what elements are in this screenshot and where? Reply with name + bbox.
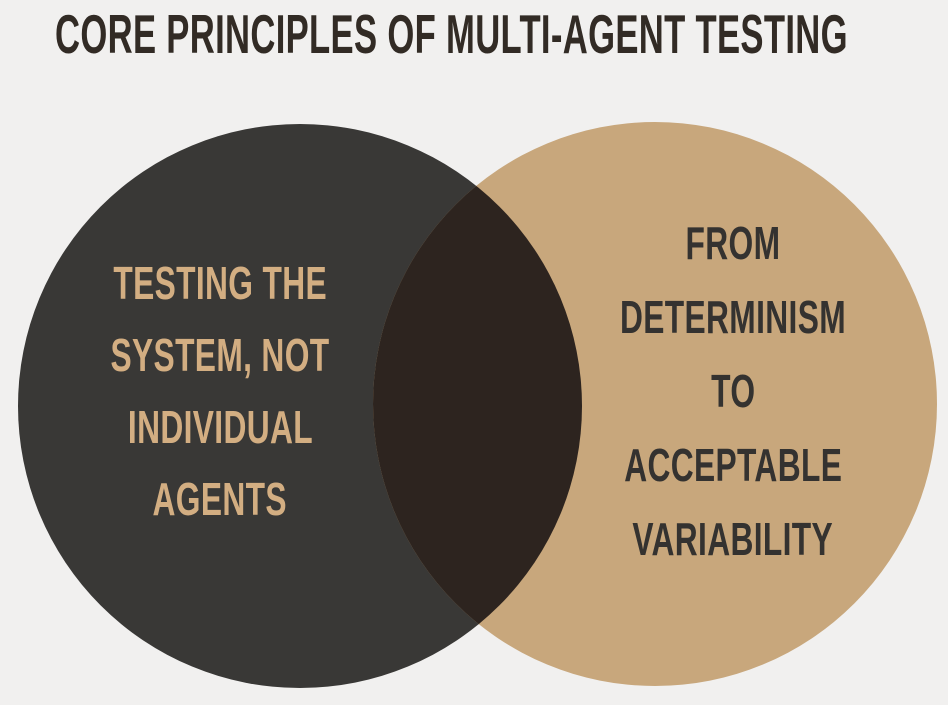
diagram-title: CORE PRINCIPLES OF MULTI-AGENT TESTING	[55, 3, 848, 65]
left-circle-label: TESTING THE SYSTEM, NOT INDIVIDUAL AGENT…	[61, 247, 378, 535]
right-label-line: ACCEPTABLE	[624, 439, 842, 491]
right-circle-label: FROM DETERMINISM TO ACCEPTABLE VARIABILI…	[569, 206, 897, 576]
overlap-region	[373, 124, 582, 686]
left-label-line: SYSTEM, NOT	[110, 329, 330, 381]
left-label-line: TESTING THE	[113, 257, 327, 309]
right-label-line: TO	[710, 365, 756, 417]
right-label-line: VARIABILITY	[632, 513, 834, 565]
left-label-line: AGENTS	[152, 473, 288, 525]
left-label-line: INDIVIDUAL	[127, 401, 313, 453]
right-label-line: DETERMINISM	[620, 291, 846, 343]
right-label-line: FROM	[685, 217, 781, 269]
